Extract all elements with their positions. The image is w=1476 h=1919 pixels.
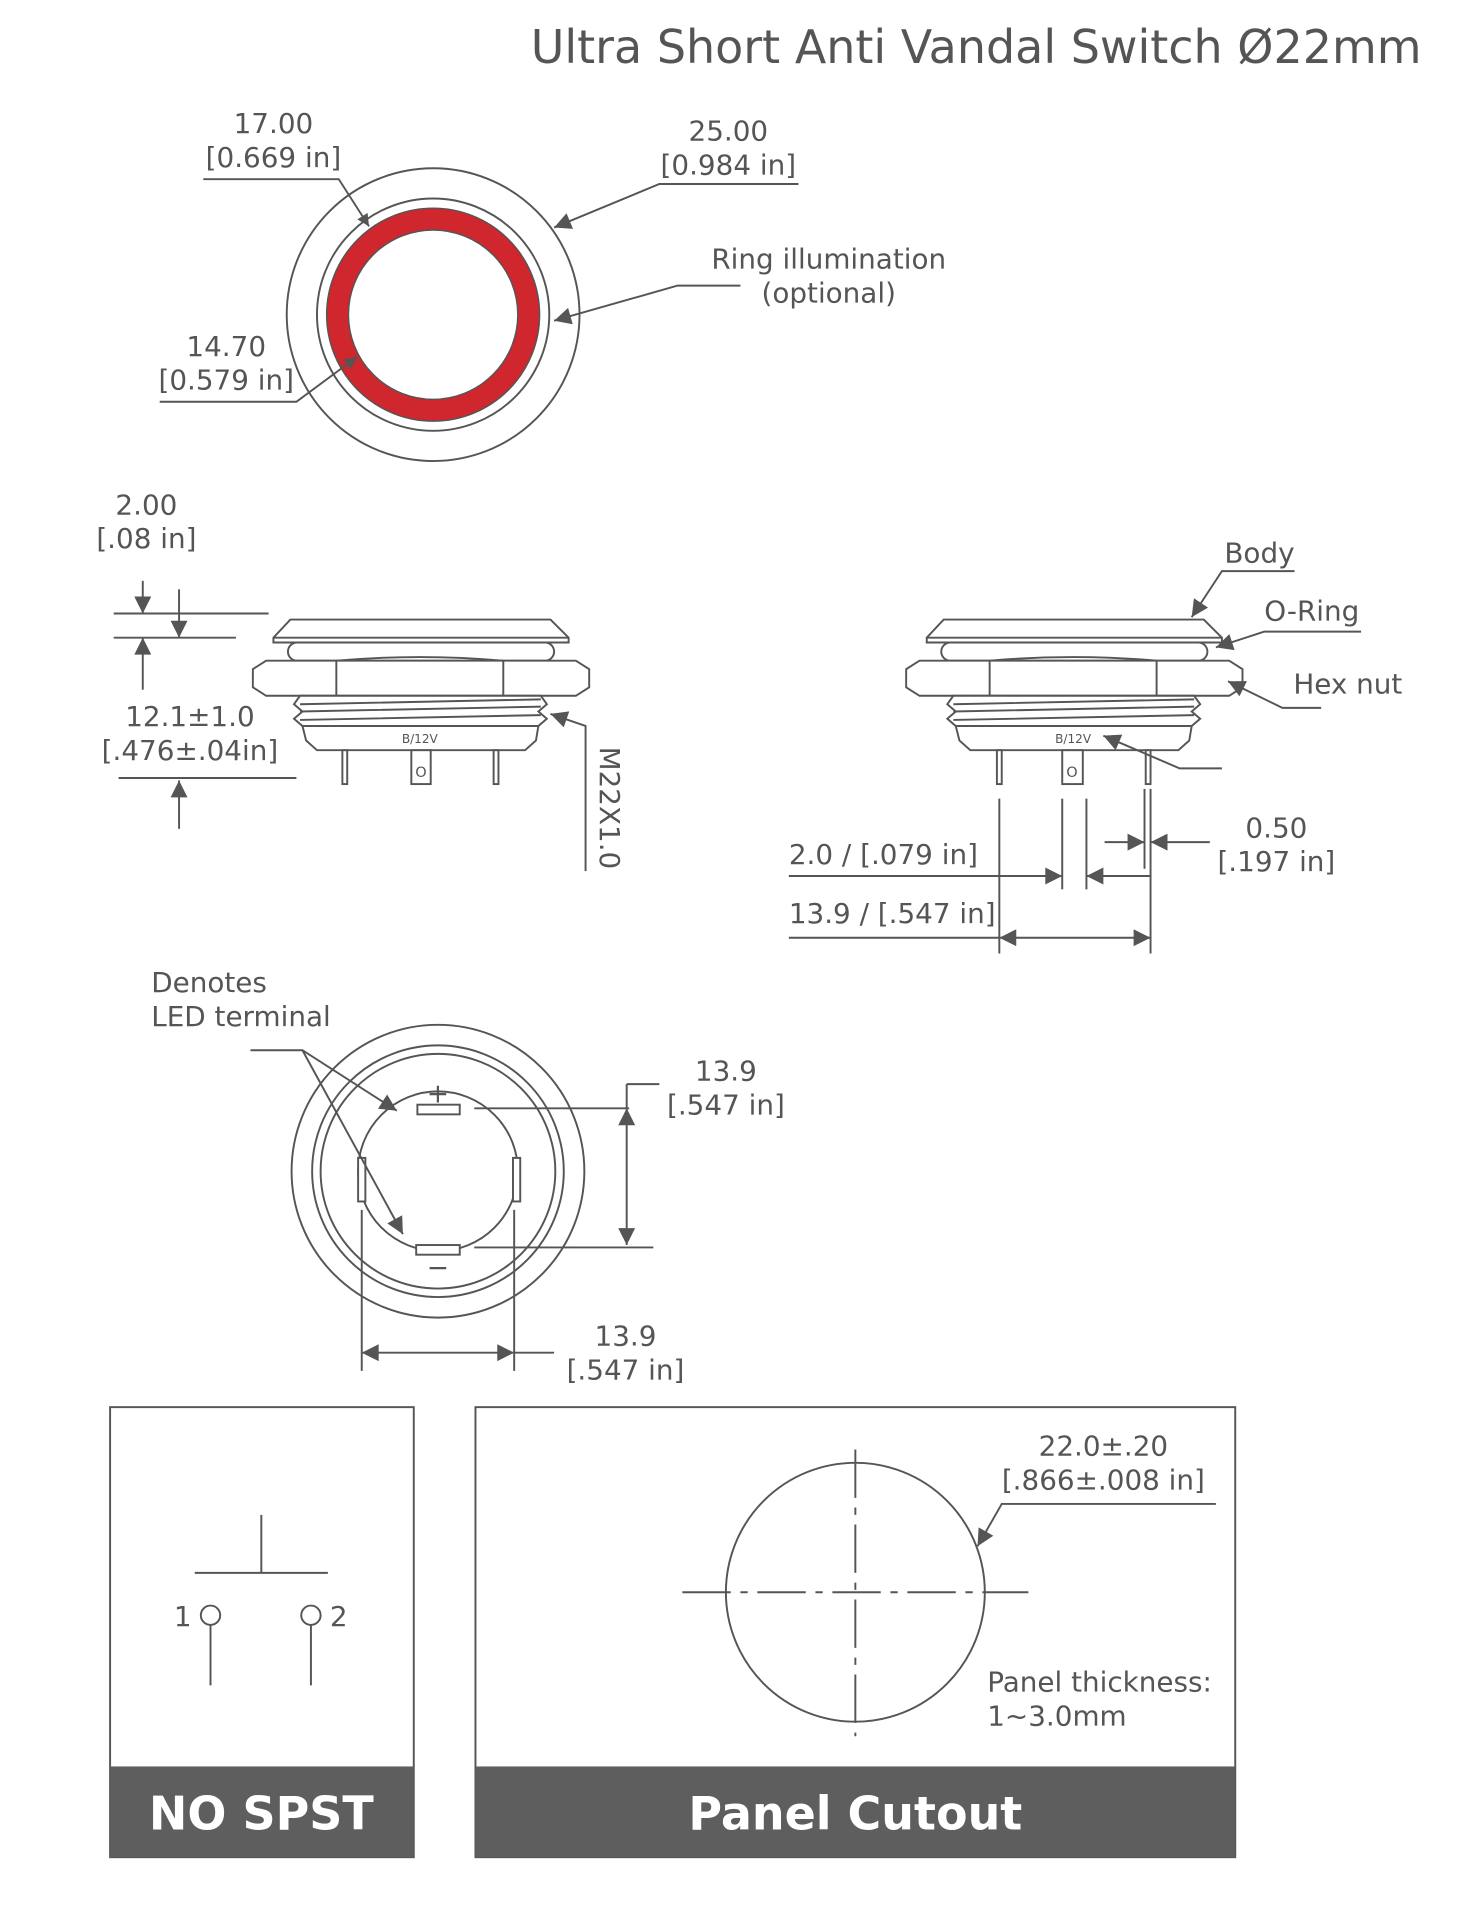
hexnut-label: Hex nut: [1293, 667, 1402, 700]
top-view: 17.00 [0.669 in] 25.00 [0.984 in] Ring i…: [158, 107, 946, 463]
pin1-label: 1: [174, 1600, 192, 1633]
schematic-caption: NO SPST: [149, 1786, 374, 1840]
body-label: Body: [1224, 537, 1294, 570]
dim-2-mm: 2.00: [115, 488, 177, 521]
panel-caption-band: [475, 1766, 1236, 1858]
denotes-line1: Denotes: [151, 966, 267, 999]
dim-1470-mm: 14.70: [186, 330, 266, 363]
drawing-title: Ultra Short Anti Vandal Switch Ø22mm: [531, 20, 1422, 74]
ring-label-line1: Ring illumination: [711, 243, 946, 276]
dim-139-label: 13.9 / [.547 in]: [789, 897, 996, 930]
schematic-caption-band: [110, 1766, 414, 1858]
schematic-box: NO SPST 1 2: [109, 1406, 415, 1859]
dim-v-mm: 13.9: [695, 1054, 757, 1087]
side-view-left: B/12V O 2.00 [.08 in] 12.1±1.0 [.476±.04…: [96, 488, 626, 872]
dim-2-in: [.08 in]: [96, 522, 196, 555]
denotes-line2: LED terminal: [151, 1000, 331, 1033]
panel-dim-in: [.866±.008 in]: [1002, 1463, 1205, 1496]
dim-121-in: [.476±.04in]: [102, 734, 279, 767]
dim-25-mm: 25.00: [689, 114, 769, 147]
panel-thickness-line1: Panel thickness:: [987, 1665, 1212, 1698]
bottom-view: + − Denotes LED terminal 13.9 [.547 in] …: [151, 966, 785, 1386]
dim-h-mm: 13.9: [595, 1319, 657, 1352]
dim-17-in: [0.669 in]: [206, 141, 342, 174]
marking-left: B/12V: [402, 732, 439, 746]
dim-1470-in: [0.579 in]: [158, 364, 294, 397]
panel-dim-mm: 22.0±.20: [1039, 1430, 1168, 1463]
plus-sign: +: [427, 1078, 449, 1109]
side-view-right: B/12V O Body O-Ring Hex nut 2.0 / [.079 …: [789, 537, 1402, 954]
panel-cutout-box: Panel Cutout 22.0±.20 [.866±.008 in] Pan…: [474, 1406, 1237, 1859]
ring-label-line2: (optional): [762, 277, 896, 310]
dim-050-mm: 0.50: [1245, 811, 1307, 844]
pin2-label: 2: [330, 1600, 348, 1633]
dim-h-in: [.547 in]: [567, 1353, 685, 1386]
tab-mark-left: O: [415, 765, 426, 781]
dim-17-mm: 17.00: [234, 107, 314, 140]
panel-caption: Panel Cutout: [688, 1786, 1022, 1840]
dim-25-in: [0.984 in]: [661, 148, 797, 181]
panel-thickness-line2: 1~3.0mm: [987, 1699, 1126, 1732]
thread-label: M22X1.0: [593, 747, 626, 870]
dim-050-in: [.197 in]: [1217, 845, 1335, 878]
dim-121-mm: 12.1±1.0: [125, 700, 254, 733]
dim-v-in: [.547 in]: [667, 1088, 785, 1121]
illumination-ring: [326, 208, 540, 422]
tab-mark-right: O: [1066, 765, 1077, 781]
dim-20-label: 2.0 / [.079 in]: [789, 838, 978, 871]
minus-sign: −: [427, 1252, 449, 1283]
oring-label: O-Ring: [1264, 595, 1359, 628]
marking-right: B/12V: [1055, 732, 1092, 746]
